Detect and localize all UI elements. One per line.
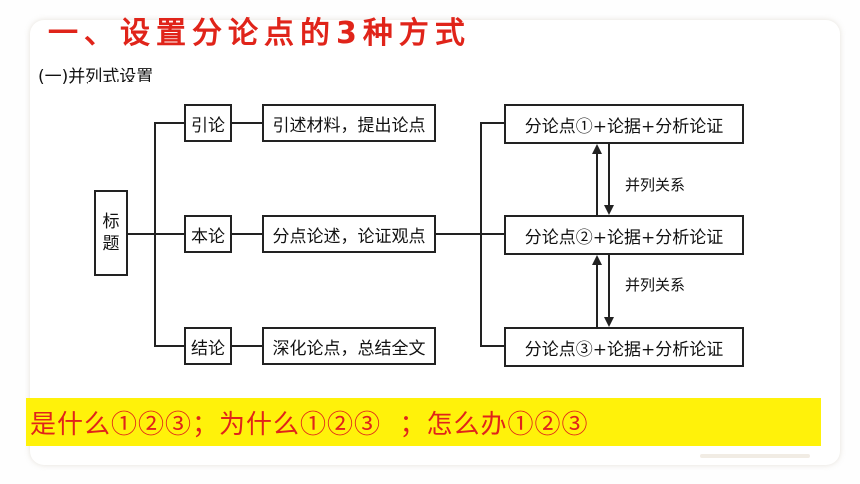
subpoint-1: 分论点①+论据+分析论证 — [504, 104, 744, 144]
connector — [154, 345, 184, 347]
connector — [232, 233, 262, 235]
root-char-2: 题 — [102, 234, 120, 254]
root-char-1: 标 — [102, 212, 120, 232]
connector — [480, 233, 504, 235]
connector — [480, 122, 504, 124]
section-label: 本论 — [191, 226, 225, 247]
section-label: 结论 — [191, 338, 225, 359]
subpoint-text: 分论点②+论据+分析论证 — [524, 227, 724, 248]
connector — [436, 233, 481, 235]
subpoint-text: 分论点③+论据+分析论证 — [524, 339, 724, 360]
description-text: 深化论点，总结全文 — [272, 338, 426, 359]
connector — [480, 345, 504, 347]
summary-banner: 是什么①②③；为什么①②③ ；怎么办①②③ — [26, 398, 821, 446]
connector — [128, 233, 155, 235]
connector — [154, 122, 184, 124]
connector — [232, 345, 262, 347]
description-text: 分点论述，论证观点 — [272, 226, 426, 247]
description-conclusion: 深化论点，总结全文 — [262, 327, 436, 365]
section-conclusion: 结论 — [184, 327, 232, 365]
section-body: 本论 — [184, 215, 232, 253]
description-body: 分点论述，论证观点 — [262, 215, 436, 253]
subpoint-3: 分论点③+论据+分析论证 — [504, 327, 744, 367]
description-intro: 引述材料，提出论点 — [262, 104, 436, 142]
section-intro: 引论 — [184, 104, 232, 142]
section-label: 引论 — [191, 115, 225, 136]
double-arrow-icon — [592, 144, 614, 215]
root-node: 标 题 — [94, 190, 128, 276]
banner-text: 是什么①②③；为什么①②③ ；怎么办①②③ — [30, 409, 589, 440]
connector — [154, 233, 184, 235]
relation-label: 并列关系 — [625, 176, 686, 194]
description-text: 引述材料，提出论点 — [272, 115, 426, 136]
page-indicator — [700, 454, 810, 458]
double-arrow-icon — [592, 255, 614, 327]
subpoint-2: 分论点②+论据+分析论证 — [504, 215, 744, 255]
relation-label: 并列关系 — [625, 276, 686, 294]
connector — [232, 122, 262, 124]
structure-diagram: 标 题 引论 本论 结论 引述材料，提出论点 分点论述，论证观点 深化论点，总结… — [88, 82, 823, 397]
subpoint-text: 分论点①+论据+分析论证 — [524, 116, 724, 137]
slide-title: 一、设置分论点的3种方式 — [48, 16, 471, 51]
